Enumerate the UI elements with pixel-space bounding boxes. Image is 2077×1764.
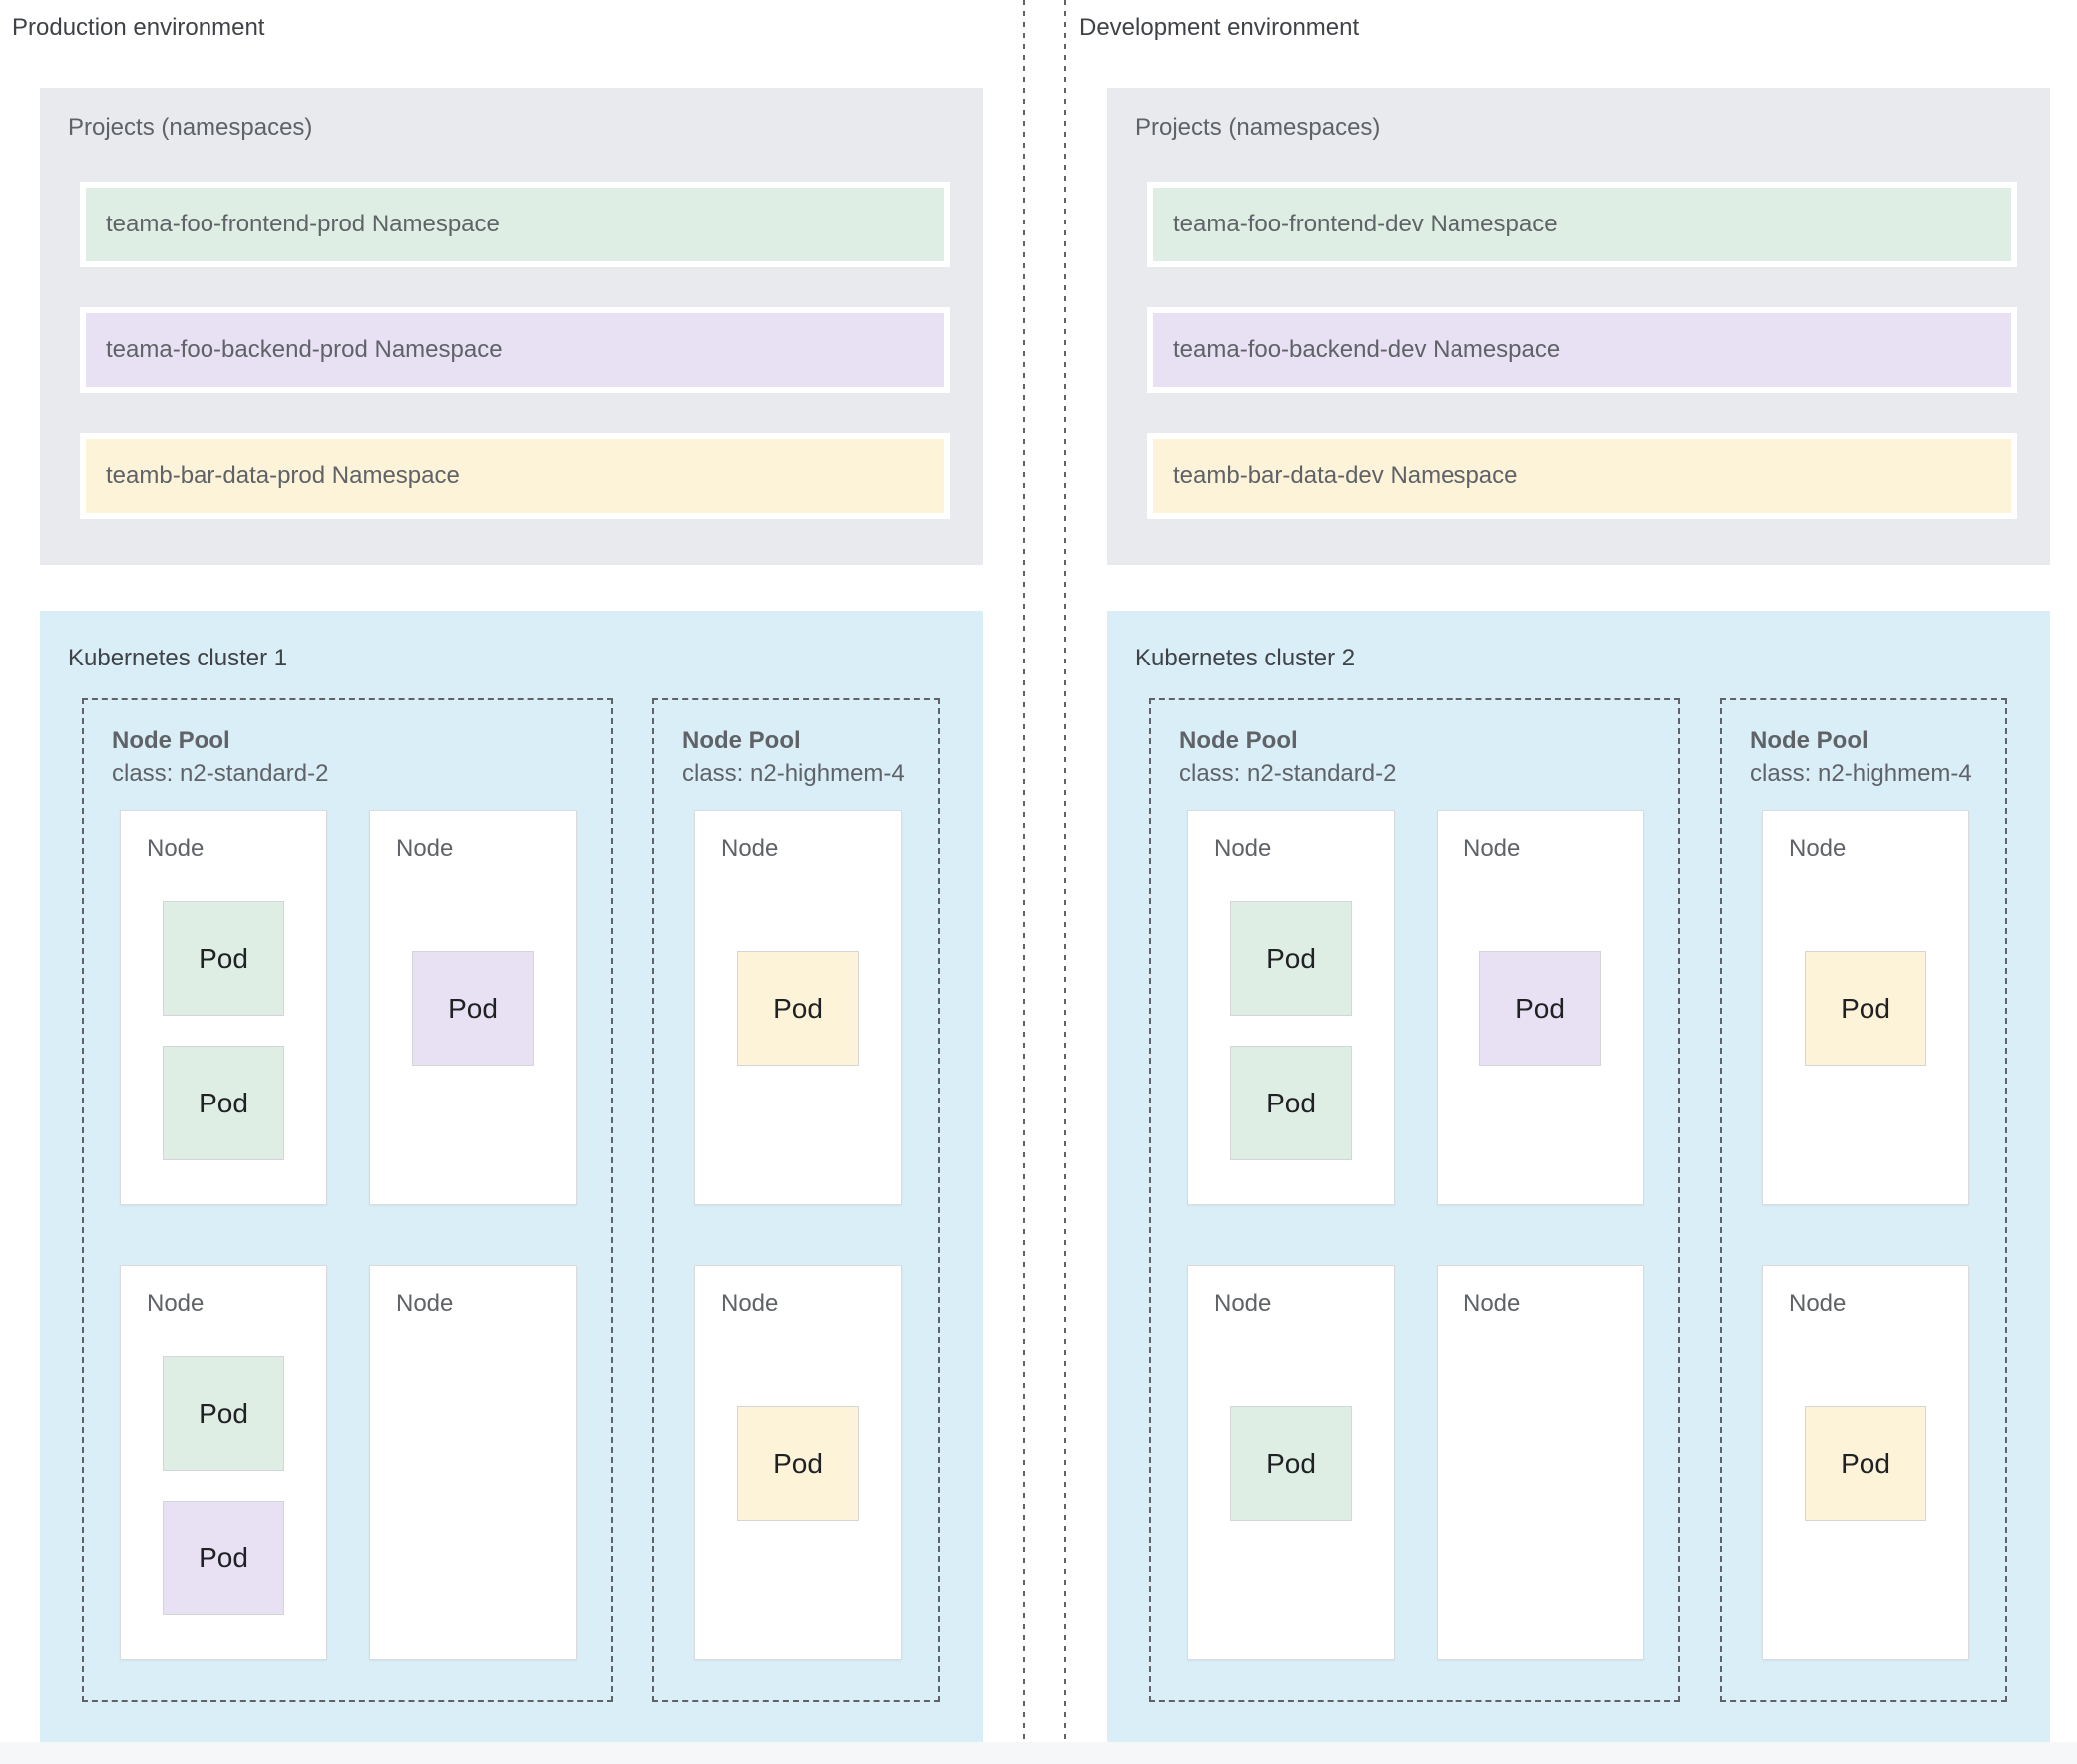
node-pool-class: class: n2-standard-2 <box>1179 760 1397 787</box>
pod: Pod <box>163 1046 284 1160</box>
node-pool-title: Node Pool <box>682 727 801 754</box>
cluster-1-node-pool-highmem: Node Pool class: n2-highmem-4 Node Pod N… <box>652 698 940 1702</box>
projects-box-label: Projects (namespaces) <box>1135 114 1381 141</box>
pod: Pod <box>737 1406 859 1521</box>
node-pool-header: Node Pool class: n2-standard-2 <box>112 724 328 790</box>
production-environment-section: Production environment Projects (namespa… <box>0 0 1010 1764</box>
pod: Pod <box>163 901 284 1016</box>
development-environment-section: Development environment Projects (namesp… <box>1067 0 2077 1764</box>
namespace-bar-frontend-dev: teama-foo-frontend-dev Namespace <box>1147 182 2017 267</box>
pod: Pod <box>163 1356 284 1471</box>
environment-divider-line <box>1023 0 1025 1764</box>
node: Node Pod <box>369 810 577 1205</box>
node: Node Pod <box>694 810 902 1205</box>
node-label: Node <box>147 1290 205 1317</box>
namespace-bar-frontend-prod: teama-foo-frontend-prod Namespace <box>80 182 950 267</box>
bottom-background-strip <box>0 1742 2077 1764</box>
pod: Pod <box>1230 1406 1352 1521</box>
pod: Pod <box>737 951 859 1066</box>
node: Node Pod Pod <box>120 810 327 1205</box>
production-projects-box: Projects (namespaces) teama-foo-frontend… <box>40 88 983 565</box>
node-label: Node <box>1214 1290 1272 1317</box>
node: Node <box>369 1265 577 1660</box>
cluster-1-label: Kubernetes cluster 1 <box>68 645 288 671</box>
pod: Pod <box>1805 951 1926 1066</box>
development-environment-title: Development environment <box>1079 14 1360 41</box>
node: Node Pod Pod <box>120 1265 327 1660</box>
node: Node Pod <box>1437 810 1644 1205</box>
node-pool-class: class: n2-highmem-4 <box>1750 760 1972 787</box>
cluster-2-label: Kubernetes cluster 2 <box>1135 645 1356 671</box>
node-label: Node <box>1463 1290 1521 1317</box>
node-pool-header: Node Pool class: n2-highmem-4 <box>1750 724 1972 790</box>
kubernetes-cluster-1-box: Kubernetes cluster 1 Node Pool class: n2… <box>40 611 983 1742</box>
node: Node Pod <box>694 1265 902 1660</box>
pod: Pod <box>1230 1046 1352 1160</box>
cluster-1-node-pool-standard: Node Pool class: n2-standard-2 Node Pod … <box>82 698 613 1702</box>
node-label: Node <box>1789 835 1847 862</box>
node-label: Node <box>396 835 454 862</box>
node-pool-title: Node Pool <box>1179 727 1298 754</box>
node-pool-title: Node Pool <box>1750 727 1869 754</box>
production-environment-title: Production environment <box>12 14 265 41</box>
namespace-bar-backend-prod: teama-foo-backend-prod Namespace <box>80 307 950 393</box>
node-label: Node <box>1214 835 1272 862</box>
node-label: Node <box>1789 1290 1847 1317</box>
pod: Pod <box>163 1501 284 1615</box>
pod: Pod <box>1230 901 1352 1016</box>
environment-divider-line <box>1064 0 1066 1764</box>
node: Node Pod <box>1762 1265 1969 1660</box>
development-projects-box: Projects (namespaces) teama-foo-frontend… <box>1107 88 2050 565</box>
node: Node Pod <box>1187 1265 1395 1660</box>
pod: Pod <box>412 951 534 1066</box>
cluster-2-node-pool-highmem: Node Pool class: n2-highmem-4 Node Pod N… <box>1720 698 2007 1702</box>
namespace-bar-data-prod: teamb-bar-data-prod Namespace <box>80 433 950 519</box>
cluster-2-node-pool-standard: Node Pool class: n2-standard-2 Node Pod … <box>1149 698 1680 1702</box>
node-pool-header: Node Pool class: n2-standard-2 <box>1179 724 1396 790</box>
node-label: Node <box>721 835 779 862</box>
node: Node Pod <box>1762 810 1969 1205</box>
pod: Pod <box>1479 951 1601 1066</box>
node: Node <box>1437 1265 1644 1660</box>
namespace-bar-data-dev: teamb-bar-data-dev Namespace <box>1147 433 2017 519</box>
kubernetes-cluster-2-box: Kubernetes cluster 2 Node Pool class: n2… <box>1107 611 2050 1742</box>
node: Node Pod Pod <box>1187 810 1395 1205</box>
node-pool-class: class: n2-standard-2 <box>112 760 329 787</box>
node-label: Node <box>1463 835 1521 862</box>
namespace-bar-backend-dev: teama-foo-backend-dev Namespace <box>1147 307 2017 393</box>
node-label: Node <box>396 1290 454 1317</box>
node-pool-class: class: n2-highmem-4 <box>682 760 905 787</box>
node-pool-header: Node Pool class: n2-highmem-4 <box>682 724 905 790</box>
node-label: Node <box>147 835 205 862</box>
node-label: Node <box>721 1290 779 1317</box>
node-pool-title: Node Pool <box>112 727 230 754</box>
pod: Pod <box>1805 1406 1926 1521</box>
projects-box-label: Projects (namespaces) <box>68 114 313 141</box>
